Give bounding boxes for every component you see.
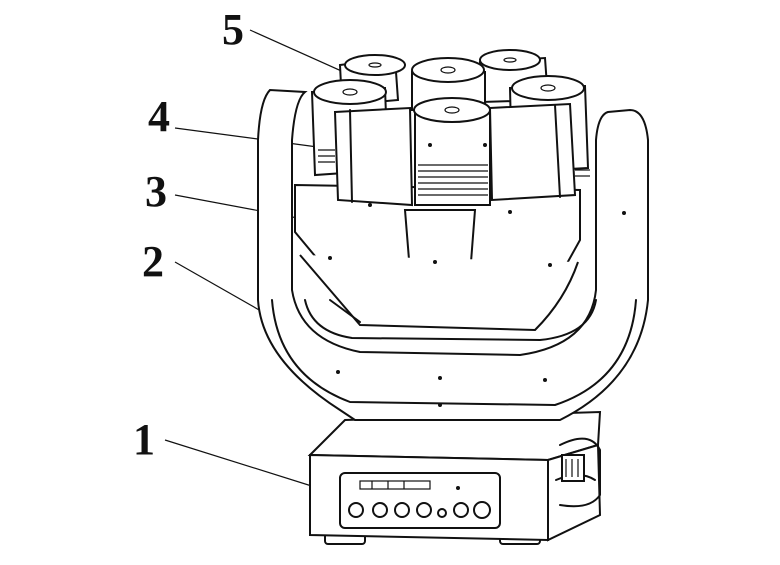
callout-1: 1: [133, 415, 155, 464]
lens-cluster: [310, 49, 590, 207]
callout-4: 4: [148, 92, 170, 141]
leader-line-2: [174, 261, 269, 316]
callout-3: 3: [145, 167, 167, 216]
leader-line-1: [164, 439, 319, 489]
callout-5: 5: [222, 5, 244, 54]
base-unit: [307, 410, 602, 545]
callout-2: 2: [142, 237, 164, 286]
yoke-arm: [257, 88, 649, 421]
head-housing: [294, 183, 581, 332]
